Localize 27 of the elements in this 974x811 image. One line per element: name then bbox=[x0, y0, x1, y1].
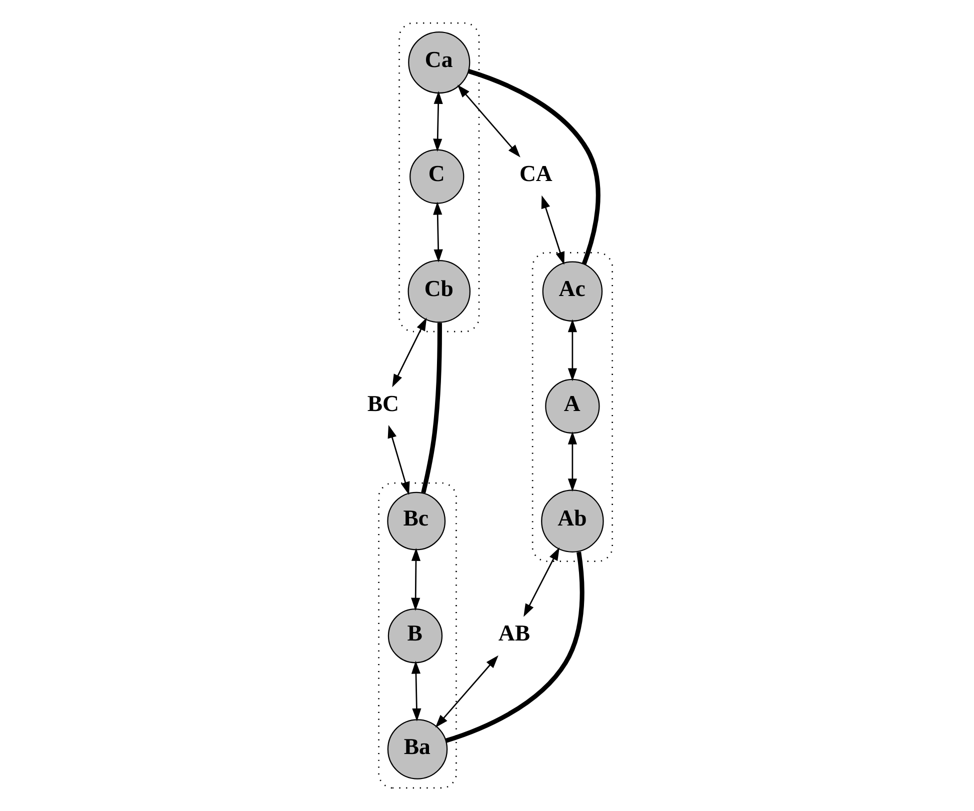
arrow bbox=[392, 318, 427, 388]
node-circle: Cb bbox=[408, 260, 471, 323]
arrow bbox=[435, 655, 498, 728]
node-circle: C bbox=[410, 149, 464, 204]
node-circle: Ca bbox=[408, 31, 470, 94]
node-circle: A bbox=[545, 378, 600, 434]
node-circle: Bc bbox=[387, 492, 446, 550]
arrow bbox=[433, 90, 443, 152]
arrow bbox=[541, 195, 565, 265]
connector bbox=[421, 322, 442, 494]
node-circle: Ac bbox=[542, 261, 603, 322]
arrow bbox=[568, 431, 577, 492]
arrow bbox=[411, 548, 421, 611]
arrow bbox=[411, 660, 422, 722]
node-text: CA bbox=[519, 161, 552, 186]
node-circle: Ba bbox=[387, 719, 448, 780]
arrow bbox=[433, 202, 443, 262]
arrow bbox=[568, 319, 577, 382]
arrow bbox=[524, 547, 560, 617]
node-text: BC bbox=[367, 390, 400, 416]
arrow bbox=[457, 84, 520, 158]
node-text: AB bbox=[498, 620, 530, 646]
arrow bbox=[388, 425, 410, 495]
connector bbox=[468, 68, 600, 265]
connector bbox=[445, 552, 584, 743]
node-circle: B bbox=[388, 608, 443, 664]
node-circle: Ab bbox=[541, 490, 604, 552]
